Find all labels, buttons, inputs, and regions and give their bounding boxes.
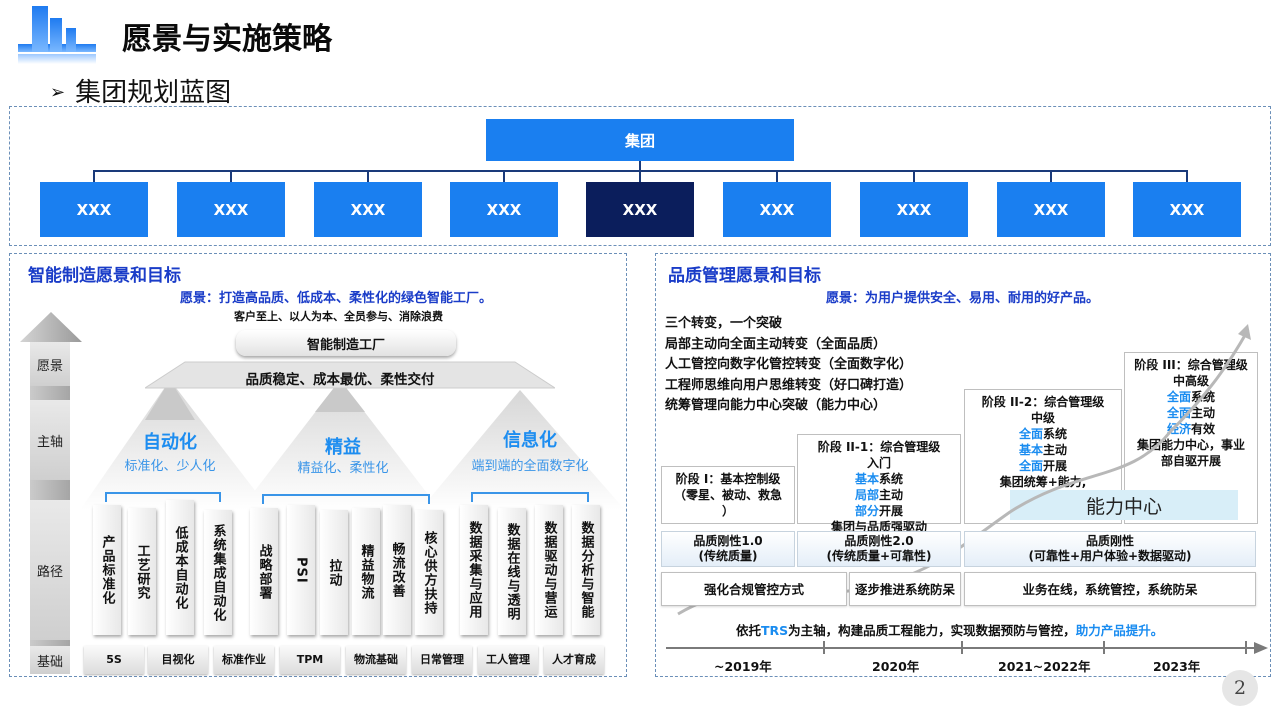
path-card: 畅流改善: [383, 505, 411, 635]
org-child-box: XXX: [723, 182, 831, 237]
column-automation-sub: 标准化、少人化: [124, 459, 216, 474]
connector-line: [94, 170, 1188, 172]
smart-manufacturing-title: 智能制造愿景和目标: [28, 266, 181, 286]
column-lean-sub: 精益化、柔性化: [297, 461, 389, 476]
quality-management-panel: [655, 253, 1271, 677]
smart-manufacturing-panel: [9, 253, 627, 677]
year-label: 2021~2022年: [998, 659, 1091, 674]
year-label: 2020年: [872, 659, 920, 674]
delivery-label: 品质稳定、成本最优、柔性交付: [245, 372, 435, 388]
row-label-base: 基础: [30, 646, 70, 674]
org-child-box: XXX: [40, 182, 148, 237]
page-number: 2: [1222, 670, 1258, 706]
delivery-plate: [145, 361, 555, 389]
capability-center-label: 能力中心: [1010, 490, 1238, 520]
arrow-bullet-icon: ➢: [50, 82, 66, 103]
connector-line: [1186, 170, 1188, 182]
org-child-box: XXX: [586, 182, 694, 237]
bracket-lean: [262, 494, 430, 504]
mountain-shapes: [80, 380, 625, 510]
transform-item: 三个转变，一个突破: [665, 316, 783, 331]
path-card: 精益物流: [352, 508, 380, 635]
path-card: 数据驱动与营运: [535, 505, 563, 635]
transform-list: 三个转变，一个突破 局部主动向全面主动转变（全面品质） 人工管控向数字化管控转变…: [665, 314, 912, 417]
page-title: 愿景与实施策略: [122, 22, 332, 57]
base-card: TPM: [280, 646, 340, 674]
path-card: 产品标准化: [93, 505, 121, 635]
connector-line: [503, 170, 505, 182]
transform-item: 人工管控向数字化管控转变（全面数字化）: [665, 357, 913, 372]
logo-icon: [18, 6, 96, 64]
column-automation-name: 自动化: [143, 432, 197, 453]
subtitle-text: 集团规划蓝图: [75, 78, 232, 108]
stage-1-box: 阶段 I：基本控制级 （零星、被动、救急 ）: [661, 466, 795, 524]
connector-line: [93, 170, 95, 182]
path-card: 数据在线与透明: [498, 508, 526, 635]
base-card: 工人管理: [478, 646, 538, 674]
stage-2-2-box: 阶段 II-2：综合管理级 中级 全面系统 基本主动 全面开展 集团统筹+能力,…: [964, 389, 1122, 524]
connector-line: [639, 170, 641, 182]
smart-manufacturing-vision: 愿景：打造高品质、低成本、柔性化的绿色智能工厂。: [180, 291, 493, 306]
path-card: 数据分析与智能: [572, 505, 600, 635]
org-child-box: XXX: [1133, 182, 1241, 237]
row-label-path: 路径: [30, 500, 70, 640]
base-card: 5S: [84, 646, 144, 674]
column-info-sub: 端到端的全面数字化: [471, 459, 589, 474]
quality-management-vision: 愿景：为用户提供安全、易用、耐用的好产品。: [826, 291, 1100, 306]
base-card: 日常管理: [412, 646, 472, 674]
column-info-name: 信息化: [503, 430, 557, 451]
org-child-box: XXX: [177, 182, 285, 237]
bracket-info: [471, 492, 589, 502]
connector-line: [776, 170, 778, 182]
rigidity-2-box: 品质刚性2.0(传统质量+可靠性): [797, 531, 961, 567]
base-card: 人才育成: [544, 646, 604, 674]
rigidity-3-box: 品质刚性(可靠性+用户体验+数据驱动): [964, 531, 1256, 567]
path-card: 系统集成自动化: [204, 510, 232, 635]
row-label-axis: 主轴: [30, 400, 70, 480]
connector-line: [1050, 170, 1052, 182]
section-subtitle: ➢ 集团规划蓝图: [50, 72, 231, 109]
method-1-box: 强化合规管控方式: [661, 572, 847, 606]
org-chart-panel: [9, 106, 1271, 246]
path-card: PSI: [287, 505, 315, 635]
base-card: 物流基础: [346, 646, 406, 674]
timeline-axis: [666, 641, 1268, 654]
base-card: 标准作业: [214, 646, 274, 674]
smart-factory-label: 智能制造工厂: [236, 330, 456, 356]
rigidity-1-box: 品质刚性1.0(传统质量): [661, 531, 795, 567]
path-card: 低成本自动化: [166, 500, 194, 635]
column-lean-name: 精益: [325, 437, 361, 458]
path-card: 工艺研究: [128, 508, 156, 635]
connector-line: [913, 170, 915, 182]
method-2-box: 逐步推进系统防呆: [849, 572, 961, 606]
transform-item: 统筹管理向能力中心突破（能力中心）: [665, 398, 887, 413]
stage-2-1-box: 阶段 II-1：综合管理级 入门 基本系统 局部主动 部分开展 集团与品质强驱动: [797, 434, 961, 534]
method-3-box: 业务在线，系统管控，系统防呆: [964, 572, 1256, 606]
path-card: 拉动: [320, 510, 348, 635]
transform-item: 工程师思维向用户思维转变（好口碑打造）: [665, 377, 913, 393]
transform-item: 局部主动向全面主动转变（全面品质）: [665, 336, 887, 352]
org-child-box: XXX: [860, 182, 968, 237]
connector-line: [230, 170, 232, 182]
org-child-box: XXX: [314, 182, 422, 237]
row-label-vision: 愿景: [30, 342, 70, 386]
bracket-automation: [105, 492, 221, 502]
quality-management-title: 品质管理愿景和目标: [668, 266, 821, 286]
org-root-box: 集团: [486, 119, 794, 161]
org-child-box: XXX: [450, 182, 558, 237]
year-label: 2023年: [1153, 659, 1201, 674]
path-card: 核心供方扶持: [415, 510, 443, 635]
path-card: 战略部署: [250, 508, 278, 635]
org-child-box: XXX: [997, 182, 1105, 237]
connector-line: [367, 170, 369, 182]
path-card: 数据采集与应用: [460, 505, 488, 635]
connector-line: [639, 161, 641, 171]
year-label: ~2019年: [714, 659, 772, 674]
motto-text: 客户至上、以人为本、全员参与、消除浪费: [234, 310, 443, 323]
strategy-footer: 依托TRS为主轴，构建品质工程能力，实现数据预防与管控，助力产品提升。: [736, 623, 1164, 638]
base-card: 目视化: [148, 646, 208, 674]
